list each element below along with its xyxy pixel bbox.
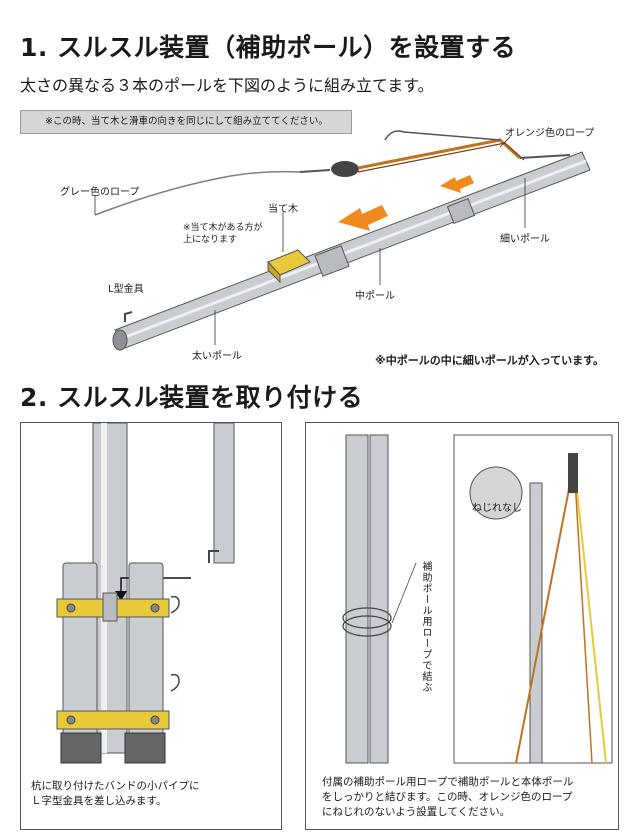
label-block: 当て木 (268, 204, 298, 215)
pole-end (112, 329, 128, 351)
rope-label: 補助ポール用ロープで結ぶ (420, 561, 431, 693)
pole-joint (314, 245, 350, 277)
aux-pole (213, 423, 235, 564)
gray-rope (94, 170, 301, 216)
no-twist-badge (469, 466, 523, 520)
tie-diagram (342, 434, 613, 764)
arrow-icon (440, 175, 474, 193)
orange-rope (357, 138, 522, 170)
label-thin-pole: 細いポール (500, 234, 550, 245)
orange-rope (515, 462, 575, 764)
arrow-down-icon (115, 591, 127, 601)
rope-tie (342, 607, 392, 629)
mount-panel: 杭に取り付けたバンドの小パイプに Ｌ字型金具を差し込みます。 (20, 422, 282, 830)
inner-pole-note: ※中ポールの中に細いポールが入っています。 (375, 354, 605, 367)
thin-pole (529, 482, 543, 764)
aux-pole (369, 434, 389, 764)
label-thick-pole: 太いポール (192, 351, 242, 362)
mount-diagram (56, 423, 235, 764)
pulley-icon (331, 161, 359, 177)
label-orange-rope: オレンジ色のロープ (505, 128, 595, 139)
tie-panel: 補助ポール用ロープで結ぶ ねじれなし 付属の補助ポール用ロープで補助ポールと本体… (305, 422, 619, 830)
label-mid-pole: 中ポール (355, 291, 395, 302)
mount-caption: 杭に取り付けたバンドの小パイプに Ｌ字型金具を差し込みます。 (31, 779, 200, 809)
tie-caption: 付属の補助ポール用ロープで補助ポールと本体ポール をしっかりと結びます。この時、… (322, 775, 573, 820)
pole-joint (446, 198, 476, 224)
assembly-note: ※この時、当て木と滑車の向きを同じにして組み立ててください。 (20, 110, 352, 134)
block-note-line2: 上になります (183, 235, 238, 245)
section1-title: 1. スルスル装置（補助ポール）を設置する (20, 33, 517, 62)
tie-caption-line3: にねじれのないよう設置してください。 (322, 806, 511, 818)
small-pipe (102, 592, 118, 622)
no-twist-label: ねじれなし (472, 503, 522, 514)
mount-caption-line1: 杭に取り付けたバンドの小パイプに (31, 780, 200, 792)
mount-caption-line2: Ｌ字型金具を差し込みます。 (31, 795, 167, 807)
section1-subtitle: 太さの異なる３本のポールを下図のように組み立てます。 (20, 76, 434, 95)
label-block-note: ※当て木がある方が 上になります (183, 222, 273, 246)
main-pole (345, 434, 369, 764)
hook-icon (384, 130, 501, 141)
hook-icon (170, 595, 180, 614)
section2-title: 2. スルスル装置を取り付ける (20, 383, 364, 412)
arrow-icon (338, 205, 388, 231)
l-fitting-icon (208, 550, 219, 563)
main-pole (92, 423, 128, 754)
tie-caption-line1: 付属の補助ポール用ロープで補助ポールと本体ポール (322, 776, 574, 788)
hook-icon (170, 673, 180, 692)
block-note-line1: ※当て木がある方が (183, 223, 263, 233)
band-lower (56, 710, 170, 730)
pulley-icon (568, 453, 578, 493)
l-fitting-icon (124, 311, 133, 322)
label-l-fitting: L型金具 (108, 284, 144, 295)
label-gray-rope: グレー色のロープ (60, 187, 140, 198)
tie-caption-line2: をしっかりと結びます。この時、オレンジ色のロープ (322, 791, 573, 803)
